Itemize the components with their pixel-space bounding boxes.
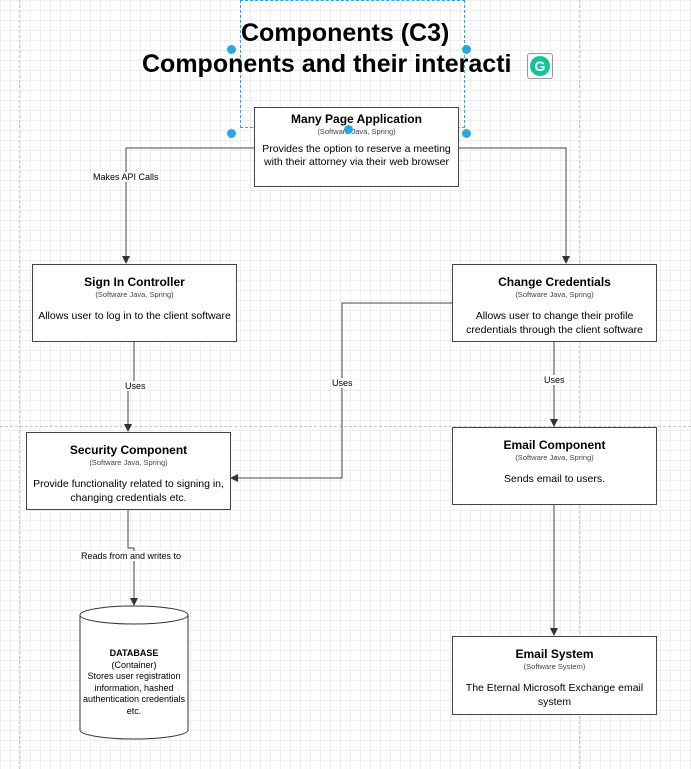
page-break-right bbox=[579, 0, 580, 769]
node-tech: (Software Java, Spring) bbox=[515, 290, 594, 299]
node-tech: (Software System) bbox=[523, 662, 586, 671]
node-sign-in-controller[interactable]: Sign In Controller (Software Java, Sprin… bbox=[32, 264, 237, 342]
selection-handle-top-left[interactable] bbox=[227, 45, 236, 54]
selection-handle-bottom-left[interactable] bbox=[227, 129, 236, 138]
node-description: Provides the option to reserve a meeting… bbox=[262, 143, 451, 168]
node-description: Allows user to change their profile cred… bbox=[466, 310, 643, 336]
node-email-system[interactable]: Email System (Software System) The Etern… bbox=[452, 636, 657, 715]
edge-change-security bbox=[230, 302, 456, 482]
node-description: Stores user registration information, ha… bbox=[82, 671, 186, 716]
edge-label-uses-change-security: Uses bbox=[331, 378, 354, 388]
node-description: Provide functionality related to signing… bbox=[33, 478, 224, 504]
selection-handle-bottom-center[interactable] bbox=[344, 125, 353, 134]
node-tech: (Software Java, Spring) bbox=[515, 453, 594, 462]
node-tech: (Software Java, Spring) bbox=[95, 290, 174, 299]
node-change-credentials[interactable]: Change Credentials (Software Java, Sprin… bbox=[452, 264, 657, 342]
edge-label-uses-change-email: Uses bbox=[543, 375, 566, 385]
node-tech: (Software Java, Spring) bbox=[317, 127, 396, 136]
node-tech: (Software Java, Spring) bbox=[89, 458, 168, 467]
node-title: DATABASE bbox=[109, 648, 159, 658]
page-break-left bbox=[19, 0, 20, 769]
node-title: Email Component bbox=[503, 438, 606, 452]
node-title: Email System bbox=[515, 647, 594, 661]
node-tech: (Container) bbox=[111, 659, 157, 670]
page-break-horizontal bbox=[0, 426, 691, 427]
diagram-subtitle: Components and their interacti bbox=[142, 50, 512, 78]
edge-label-uses-signin: Uses bbox=[124, 381, 147, 391]
node-email-component[interactable]: Email Component (Software Java, Spring) … bbox=[452, 427, 657, 505]
node-database[interactable]: DATABASE (Container) Stores user registr… bbox=[80, 648, 188, 717]
edge-security-db bbox=[127, 510, 138, 606]
node-title: Many Page Application bbox=[291, 112, 422, 126]
node-description: The Eternal Microsoft Exchange email sys… bbox=[465, 682, 644, 708]
edge-label-reads-writes: Reads from and writes to bbox=[80, 551, 183, 561]
edge-label-makes-api-calls: Makes API Calls bbox=[92, 172, 160, 182]
database-shape bbox=[79, 605, 189, 740]
node-security-component[interactable]: Security Component (Software Java, Sprin… bbox=[26, 432, 231, 510]
diagram-title: Components (C3) bbox=[241, 19, 450, 47]
node-description: Allows user to log in to the client soft… bbox=[38, 310, 231, 322]
node-title: Security Component bbox=[69, 443, 188, 457]
node-title: Sign In Controller bbox=[84, 275, 185, 289]
grammarly-icon: G bbox=[530, 56, 550, 76]
node-many-page-application[interactable]: Many Page Application (Software Java, Sp… bbox=[254, 107, 459, 187]
node-title: Change Credentials bbox=[498, 275, 611, 289]
selection-handle-bottom-right[interactable] bbox=[462, 129, 471, 138]
node-description: Sends email to users. bbox=[504, 473, 605, 485]
edge-app-signin bbox=[122, 147, 254, 264]
edge-app-change bbox=[458, 147, 570, 264]
grammarly-button[interactable]: G bbox=[527, 53, 553, 79]
selection-handle-top-right[interactable] bbox=[462, 45, 471, 54]
